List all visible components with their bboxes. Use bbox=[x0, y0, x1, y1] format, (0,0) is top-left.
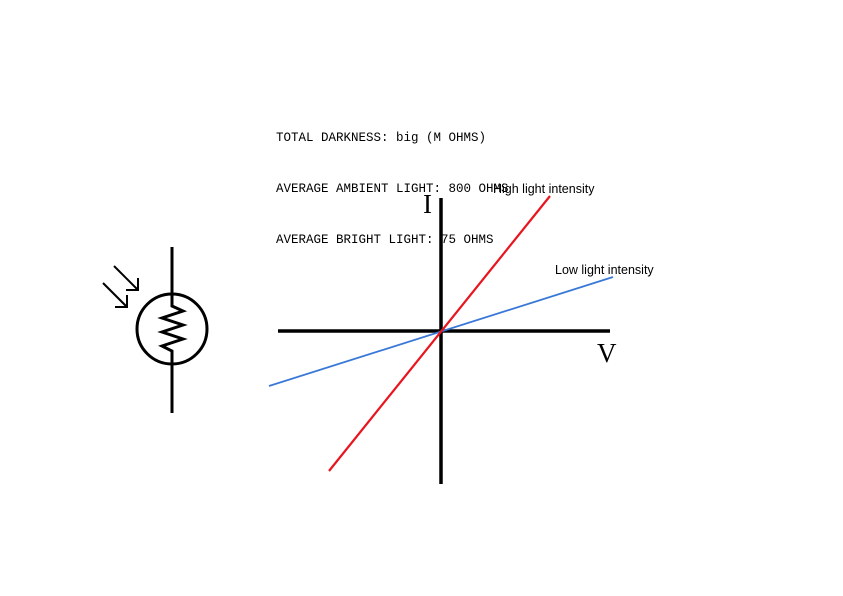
ldr-symbol bbox=[102, 247, 209, 413]
y-axis-label: I bbox=[423, 189, 432, 219]
light-arrow-icon bbox=[102, 282, 128, 308]
total-darkness-note: TOTAL DARKNESS: big (M OHMS) bbox=[276, 131, 487, 145]
bright-light-note: AVERAGE BRIGHT LIGHT: 75 OHMS bbox=[276, 233, 494, 247]
high-intensity-label: High light intensity bbox=[493, 182, 595, 196]
ambient-light-note: AVERAGE AMBIENT LIGHT: 800 OHMS bbox=[276, 182, 509, 196]
ldr-circle bbox=[135, 292, 209, 366]
resistor-zigzag-icon bbox=[157, 296, 188, 363]
resistance-notes: TOTAL DARKNESS: big (M OHMS) AVERAGE AMB… bbox=[276, 96, 509, 266]
high-intensity-line bbox=[328, 195, 551, 472]
light-arrow-icon bbox=[113, 265, 139, 291]
x-axis-label: V bbox=[597, 338, 617, 368]
low-intensity-label: Low light intensity bbox=[555, 263, 654, 277]
iv-graph: I V High light intensity Low light inten… bbox=[268, 182, 654, 484]
